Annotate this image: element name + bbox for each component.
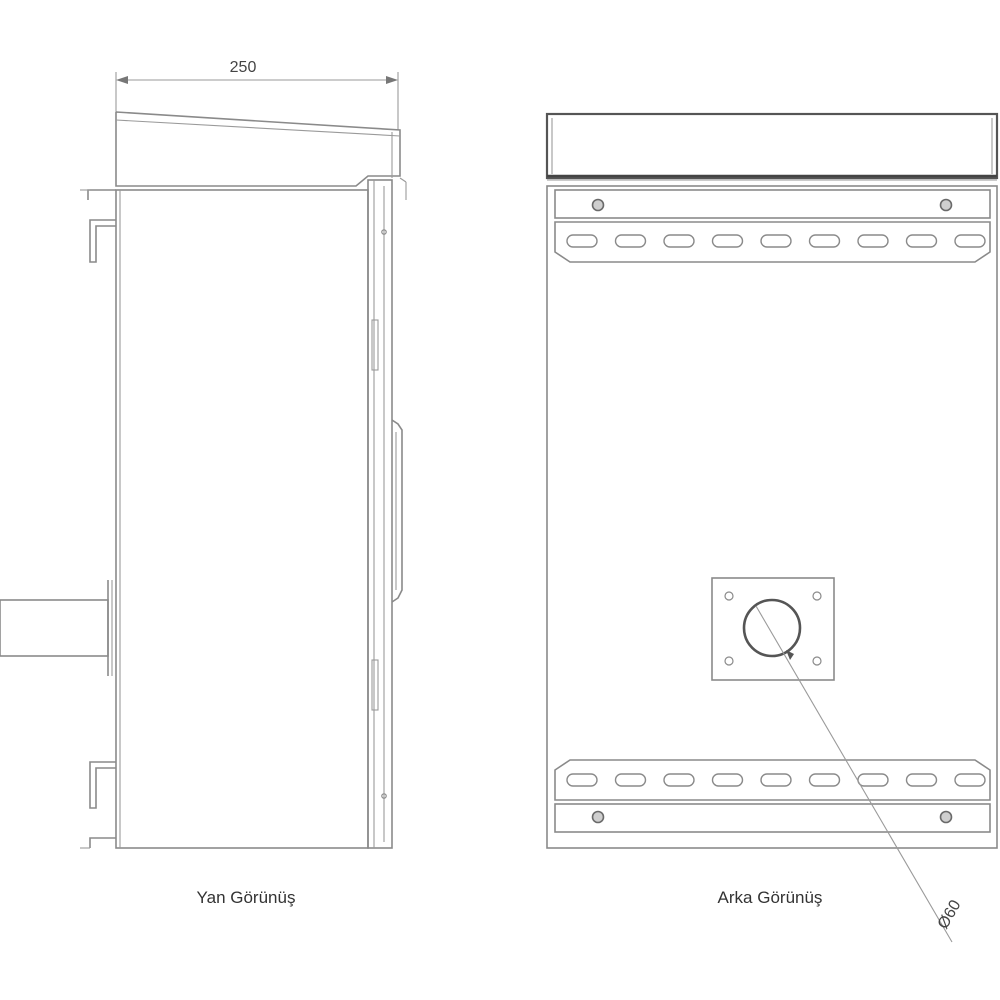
bottom-slot-row [566,773,986,787]
cable-entry-plate [711,577,953,943]
width-dimension: 250 [115,59,399,130]
side-view: 250 [0,59,407,907]
top-mounting-slot [808,234,841,248]
top-mounting-slot [954,234,986,248]
rear-view: Ø60 Arka Görünüş [545,112,999,943]
side-body [115,179,403,849]
top-mounting-slot [857,234,889,248]
bottom-mounting-slot [954,773,986,787]
side-brackets [80,189,116,849]
bottom-mounting-slot [857,773,889,787]
top-mounting-slot [711,234,744,248]
rear-view-label: Arka Görünüş [718,888,823,907]
side-roof [115,111,407,200]
cable-entry-hole [742,598,802,658]
width-dimension-label: 250 [230,59,257,76]
top-mounting-slot [566,234,598,248]
bottom-mounting-slot [808,773,841,787]
bottom-mounting-slot [711,773,744,787]
top-slot-row [566,234,986,248]
bottom-mounting-slot [614,773,647,787]
bottom-mounting-slot [663,773,695,787]
top-mounting-slot [614,234,647,248]
rear-bottom-rail [554,759,991,833]
cable-entry-dimension: Ø60 [935,897,965,932]
bottom-mounting-slot [566,773,598,787]
rear-body [546,185,998,849]
side-cable-pipe [0,580,113,676]
top-mounting-slot [905,234,938,248]
bottom-mounting-slot [905,773,938,787]
bottom-mounting-slot [760,773,792,787]
rear-top-rail [554,189,991,263]
top-mounting-slot [760,234,792,248]
side-view-label: Yan Görünüş [197,888,296,907]
top-mounting-slot [663,234,695,248]
rear-roof [545,112,999,181]
